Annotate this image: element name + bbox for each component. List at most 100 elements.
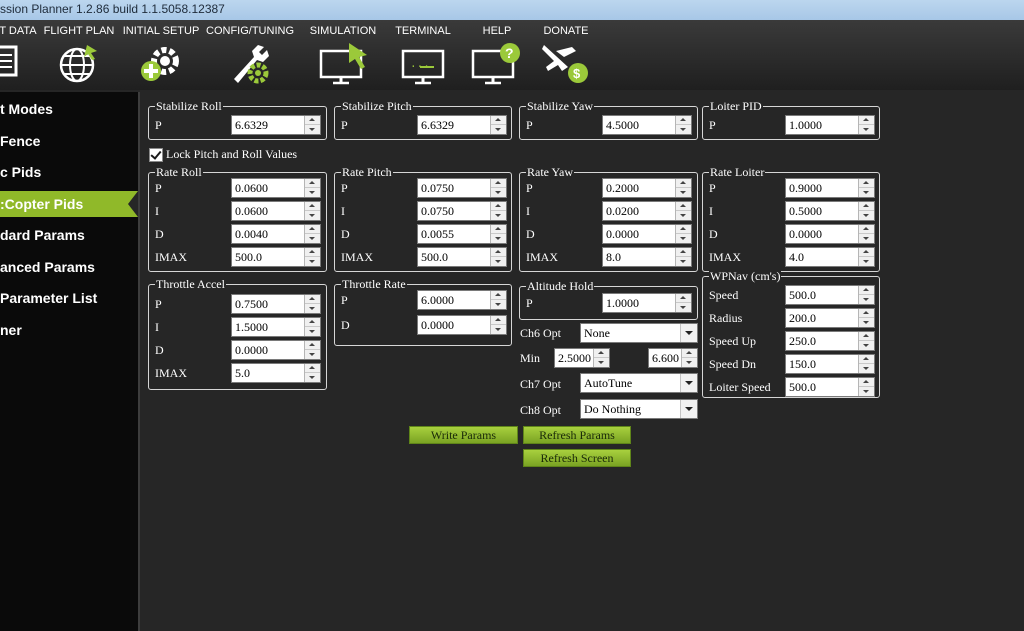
- stepper-down-icon[interactable]: [859, 188, 874, 197]
- param-stepper[interactable]: 0.0040: [231, 224, 321, 244]
- stepper-down-icon[interactable]: [676, 188, 691, 197]
- ch6-max-stepper[interactable]: 6.600: [648, 348, 698, 368]
- stepper-down-icon[interactable]: [491, 325, 506, 334]
- param-stepper[interactable]: 0.7500: [231, 294, 321, 314]
- sidebar-item-full-parameter-list[interactable]: Parameter List: [0, 285, 138, 311]
- param-stepper[interactable]: 0.0000: [231, 340, 321, 360]
- refresh-screen-button[interactable]: Refresh Screen: [523, 449, 631, 467]
- write-params-button[interactable]: Write Params: [409, 426, 518, 444]
- param-stepper[interactable]: 0.0200: [602, 201, 692, 221]
- stepper-up-icon[interactable]: [305, 179, 320, 188]
- ch6-min-stepper[interactable]: 2.5000: [554, 348, 610, 368]
- stepper-down-icon[interactable]: [676, 211, 691, 220]
- stepper-up-icon[interactable]: [305, 225, 320, 234]
- sidebar-item-standard-params[interactable]: dard Params: [0, 222, 138, 248]
- stepper-up-icon[interactable]: [859, 378, 874, 387]
- stepper-up-icon[interactable]: [859, 309, 874, 318]
- param-stepper[interactable]: 0.0750: [417, 178, 507, 198]
- param-stepper[interactable]: 1.5000: [231, 317, 321, 337]
- stepper-up-icon[interactable]: [676, 202, 691, 211]
- stepper-up-icon[interactable]: [305, 248, 320, 257]
- stepper-up-icon[interactable]: [859, 286, 874, 295]
- param-stepper[interactable]: 6.0000: [417, 290, 507, 310]
- stepper-down-icon[interactable]: [305, 211, 320, 220]
- refresh-params-button[interactable]: Refresh Params: [523, 426, 631, 444]
- stepper-down-icon[interactable]: [859, 364, 874, 373]
- stepper-up-icon[interactable]: [859, 202, 874, 211]
- stepper-up-icon[interactable]: [859, 179, 874, 188]
- param-stepper[interactable]: 0.0000: [785, 224, 875, 244]
- stepper-down-icon[interactable]: [859, 125, 874, 134]
- stepper-up-icon[interactable]: [491, 248, 506, 257]
- param-stepper[interactable]: 0.0600: [231, 178, 321, 198]
- stepper-up-icon[interactable]: [305, 202, 320, 211]
- stepper-up-icon[interactable]: [676, 248, 691, 257]
- menu-donate[interactable]: DONATE $: [538, 24, 594, 90]
- stepper-up-icon[interactable]: [305, 295, 320, 304]
- param-stepper[interactable]: 500.0: [231, 247, 321, 267]
- param-stepper[interactable]: 5.0: [231, 363, 321, 383]
- stepper-up-icon[interactable]: [491, 202, 506, 211]
- param-stepper[interactable]: 4.0: [785, 247, 875, 267]
- menu-config-tuning[interactable]: CONFIG/TUNING: [206, 24, 294, 90]
- param-stepper[interactable]: 500.0: [785, 377, 875, 397]
- stepper-down-icon[interactable]: [491, 257, 506, 266]
- stepper-down-icon[interactable]: [305, 257, 320, 266]
- stepper-up-icon[interactable]: [305, 364, 320, 373]
- stepper-down-icon[interactable]: [859, 387, 874, 396]
- menu-flight-plan[interactable]: FLIGHT PLAN: [43, 24, 115, 90]
- param-stepper[interactable]: 4.5000: [602, 115, 692, 135]
- stepper-down-icon[interactable]: [594, 358, 609, 367]
- param-stepper[interactable]: 8.0: [602, 247, 692, 267]
- sidebar-item-geo-fence[interactable]: Fence: [0, 128, 138, 154]
- stepper-down-icon[interactable]: [859, 257, 874, 266]
- stepper-down-icon[interactable]: [305, 125, 320, 134]
- stepper-up-icon[interactable]: [676, 116, 691, 125]
- stepper-down-icon[interactable]: [859, 234, 874, 243]
- param-stepper[interactable]: 0.0055: [417, 224, 507, 244]
- param-stepper[interactable]: 6.6329: [231, 115, 321, 135]
- stepper-down-icon[interactable]: [491, 234, 506, 243]
- stepper-down-icon[interactable]: [859, 318, 874, 327]
- stepper-up-icon[interactable]: [491, 116, 506, 125]
- param-stepper[interactable]: 1.0000: [785, 115, 875, 135]
- param-stepper[interactable]: 0.0600: [231, 201, 321, 221]
- stepper-down-icon[interactable]: [305, 188, 320, 197]
- stepper-down-icon[interactable]: [305, 234, 320, 243]
- stepper-up-icon[interactable]: [305, 318, 320, 327]
- menu-terminal[interactable]: TERMINAL ...: [390, 24, 456, 90]
- chevron-down-icon[interactable]: [680, 400, 697, 418]
- sidebar-item-flight-modes[interactable]: t Modes: [0, 96, 138, 122]
- stepper-up-icon[interactable]: [305, 116, 320, 125]
- stepper-down-icon[interactable]: [491, 188, 506, 197]
- stepper-down-icon[interactable]: [305, 350, 320, 359]
- stepper-down-icon[interactable]: [305, 304, 320, 313]
- stepper-down-icon[interactable]: [859, 295, 874, 304]
- param-stepper[interactable]: 150.0: [785, 354, 875, 374]
- stepper-down-icon[interactable]: [491, 125, 506, 134]
- stepper-up-icon[interactable]: [305, 341, 320, 350]
- stepper-up-icon[interactable]: [859, 332, 874, 341]
- stepper-up-icon[interactable]: [676, 179, 691, 188]
- stepper-up-icon[interactable]: [491, 316, 506, 325]
- sidebar-item-copter-pids[interactable]: :Copter Pids: [0, 191, 138, 217]
- param-stepper[interactable]: 500.0: [785, 285, 875, 305]
- ch6-opt-select[interactable]: None: [580, 323, 698, 343]
- stepper-down-icon[interactable]: [491, 300, 506, 309]
- sidebar-item-advanced-params[interactable]: anced Params: [0, 254, 138, 280]
- stepper-up-icon[interactable]: [676, 225, 691, 234]
- param-stepper[interactable]: 0.0000: [417, 315, 507, 335]
- param-stepper[interactable]: 0.2000: [602, 178, 692, 198]
- param-stepper[interactable]: 1.0000: [602, 293, 692, 313]
- stepper-up-icon[interactable]: [859, 116, 874, 125]
- stepper-up-icon[interactable]: [859, 355, 874, 364]
- param-stepper[interactable]: 0.0000: [602, 224, 692, 244]
- stepper-down-icon[interactable]: [859, 211, 874, 220]
- stepper-up-icon[interactable]: [859, 225, 874, 234]
- stepper-down-icon[interactable]: [682, 358, 697, 367]
- param-stepper[interactable]: 0.9000: [785, 178, 875, 198]
- stepper-down-icon[interactable]: [676, 257, 691, 266]
- menu-help[interactable]: HELP ?: [470, 24, 524, 90]
- chevron-down-icon[interactable]: [680, 324, 697, 342]
- stepper-down-icon[interactable]: [676, 303, 691, 312]
